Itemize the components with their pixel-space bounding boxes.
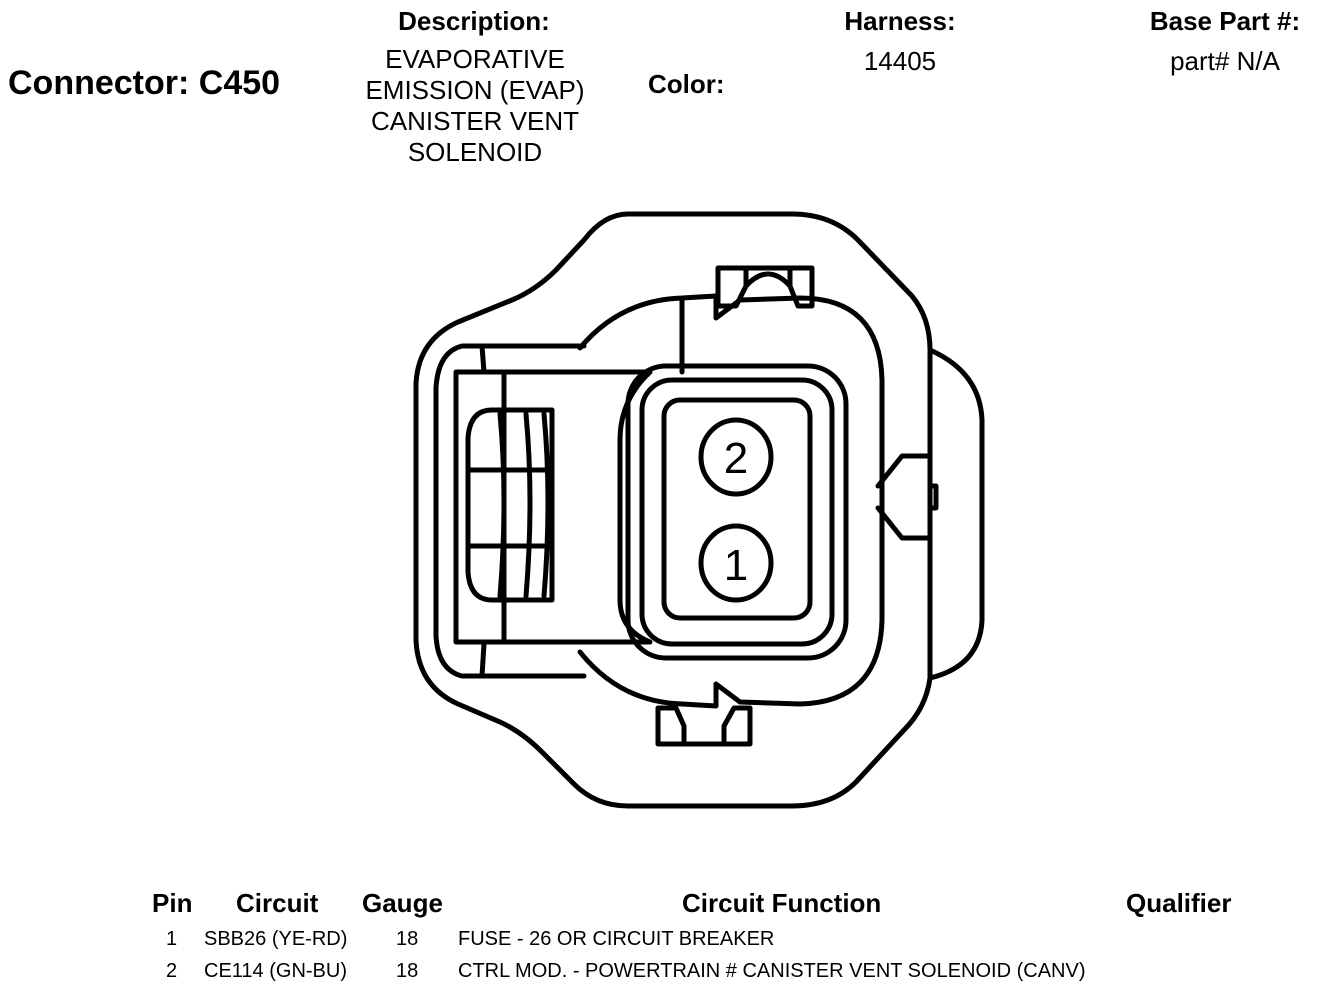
col-header-circuit: Circuit (236, 888, 319, 918)
harness-label: Harness: (844, 6, 956, 36)
bottom-key-tab (655, 705, 753, 747)
description-line: EVAPORATIVE (385, 44, 565, 74)
row-function: FUSE - 26 OR CIRCUIT BREAKER (458, 928, 775, 950)
col-header-gauge: Gauge (362, 888, 443, 918)
terminal-cavity-mid (639, 377, 835, 647)
description-line: EMISSION (EVAP) (365, 75, 585, 105)
pin-1-circle (698, 523, 774, 603)
row-gauge: 18 (396, 928, 419, 950)
description-line: SOLENOID (407, 137, 543, 167)
row-gauge: 18 (396, 960, 419, 982)
terminal-cavity-outer (625, 363, 849, 661)
row-function: CTRL MOD. - POWERTRAIN # CANISTER VENT S… (458, 960, 1086, 982)
col-header-function: Circuit Function (682, 888, 882, 918)
col-header-qualifier: Qualifier (1126, 888, 1232, 918)
row-circuit: CE114 (GN-BU) (204, 960, 347, 982)
housing-outer-outline (413, 211, 985, 809)
connector-face-diagram: 2 1 (413, 211, 985, 809)
description-line: CANISTER VENT (370, 106, 580, 136)
row-pin: 2 (166, 960, 178, 982)
description-label: Description: (398, 6, 550, 36)
harness-value: 14405 (863, 46, 937, 76)
connector-title: Connector: C450 (8, 64, 281, 102)
color-label: Color: (648, 69, 725, 99)
base-part-value: part# N/A (1170, 46, 1280, 76)
inner-ring (577, 293, 885, 709)
pin-2-circle (698, 417, 774, 497)
pin-1-label: 1 (724, 541, 748, 590)
left-inner-track (433, 343, 587, 679)
row-circuit: SBB26 (YE-RD) (204, 928, 348, 950)
latch-body (453, 369, 653, 645)
latch-teeth (465, 407, 555, 603)
base-part-label: Base Part #: (1149, 6, 1301, 36)
row-pin: 1 (166, 928, 178, 950)
right-latch-notch (875, 453, 933, 541)
pin-2-label: 2 (724, 434, 748, 483)
col-header-pin: Pin (152, 888, 193, 918)
description-value: EVAPORATIVE EMISSION (EVAP) CANISTER VEN… (340, 44, 610, 168)
terminal-cavity-inner (661, 397, 813, 621)
